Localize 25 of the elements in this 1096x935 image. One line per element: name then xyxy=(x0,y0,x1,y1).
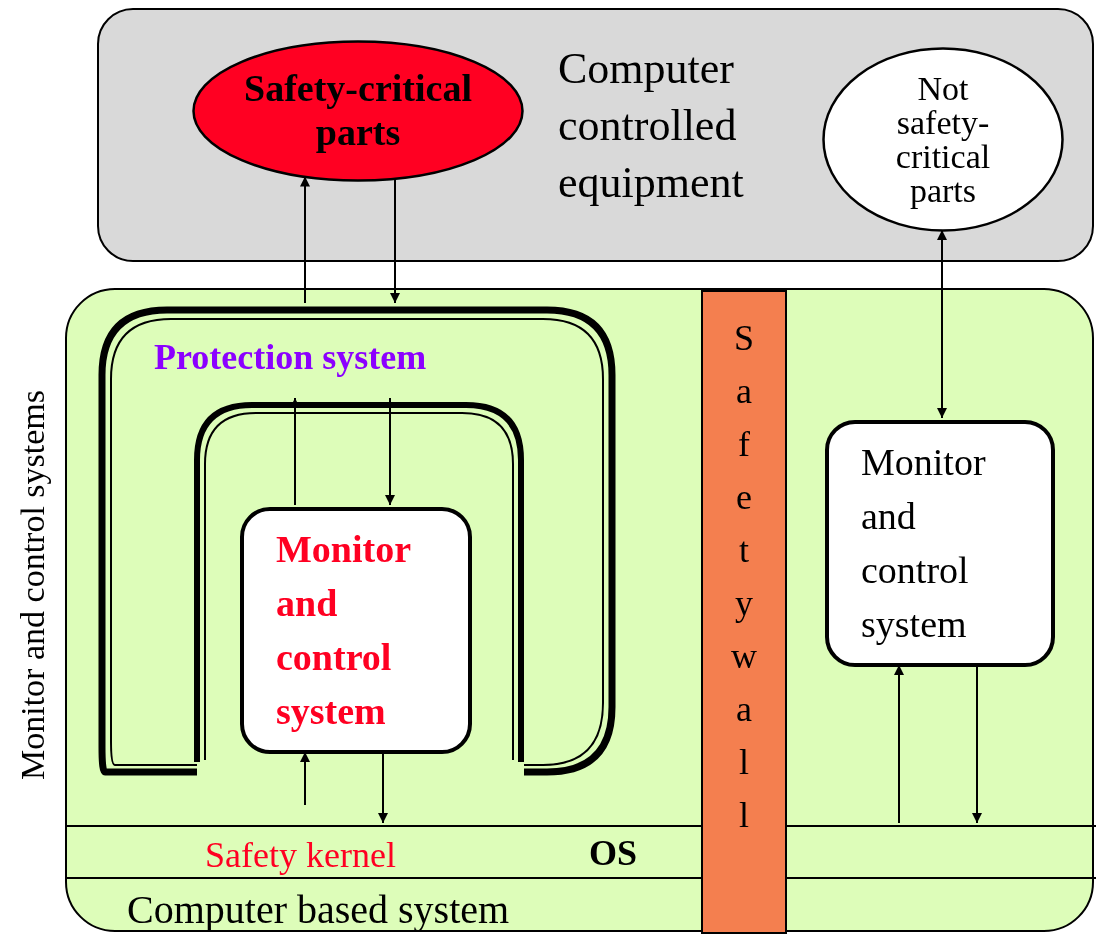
non-critical-ellipse xyxy=(822,47,1064,232)
vertical-label: Safety wall xyxy=(730,317,775,837)
layer-label: Computer based system xyxy=(127,887,510,933)
arrow xyxy=(378,751,388,824)
arrow xyxy=(385,397,395,506)
ellipse-label: Safety-critical parts xyxy=(243,67,473,155)
protection-system-enclosure xyxy=(97,305,617,777)
inner-protection-arch xyxy=(192,400,526,762)
box-label: Monitor and control system xyxy=(276,527,412,734)
safety-critical-ellipse xyxy=(192,40,524,182)
process-box xyxy=(825,420,1055,667)
process-box xyxy=(240,507,472,754)
arrow xyxy=(290,397,300,506)
group-label: Protection system xyxy=(154,337,427,379)
layer-label: OS xyxy=(589,833,638,875)
arrow xyxy=(300,751,310,806)
panel-title: Computer controlled equipment xyxy=(558,43,745,210)
box-label: Monitor and control system xyxy=(861,440,987,647)
ellipse-label: Not safety-critical parts xyxy=(894,71,992,208)
safety-wall-bar xyxy=(701,290,787,934)
equipment-panel xyxy=(97,8,1094,262)
layer-label: Safety kernel xyxy=(205,835,396,877)
vertical-label: Monitor and control systems xyxy=(13,389,52,782)
arrow xyxy=(972,664,982,824)
arrow xyxy=(894,664,904,824)
